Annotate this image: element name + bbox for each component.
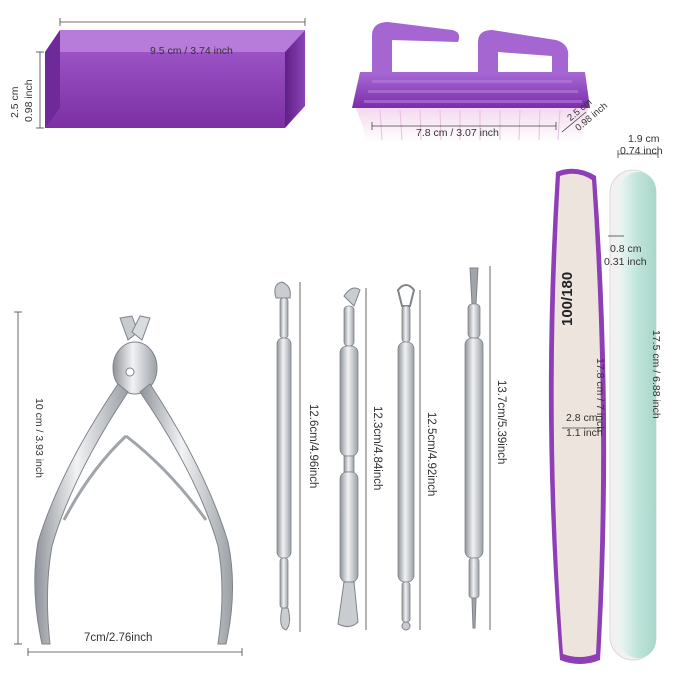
cuticle-pusher-1: [274, 281, 301, 632]
nail-file-100-180: [548, 168, 607, 665]
buffer-file-width-in-label: 0.74 inch: [620, 145, 663, 157]
buffer-file: [608, 150, 659, 661]
cuticle-pusher-4: [464, 266, 491, 630]
file-grit-label: 100/180: [559, 271, 576, 326]
nail-brush-length-label: 7.8 cm / 3.07 inch: [416, 127, 499, 139]
buffer-file-thickness-cm-label: 0.8 cm: [610, 243, 642, 255]
buffer-file-width-cm-label: 1.9 cm: [628, 133, 660, 145]
pusher-1-length-label: 12.6cm/4.96inch: [307, 404, 319, 489]
cuticle-pusher-2: [337, 287, 367, 630]
cuticle-nipper: [14, 311, 243, 656]
cuticle-nipper-height-label: 10 cm / 3.93 inch: [33, 398, 45, 478]
buffer-block: [36, 18, 306, 129]
buffer-block-length-label: 9.5 cm / 3.74 inch: [150, 45, 233, 57]
nail-brush: [352, 22, 590, 142]
file-width-in-label: 1.1 inch: [566, 427, 603, 439]
pusher-3-length-label: 12.5cm/4.92inch: [425, 412, 437, 497]
buffer-block-height-in-label: 0.98 inch: [23, 79, 35, 122]
file-length-label: 17.8 cm / 7 inch: [594, 358, 606, 433]
pusher-2-length-label: 12.3cm/4.84inch: [371, 406, 383, 491]
cuticle-pusher-3: [396, 284, 421, 631]
pusher-4-length-label: 13.7cm/5.39inch: [495, 380, 507, 465]
dimension-line: [561, 111, 587, 133]
buffer-block-height-cm-label: 2.5 cm: [9, 86, 21, 118]
cuticle-nipper-width-label: 7cm/2.76inch: [84, 632, 153, 644]
buffer-file-thickness-in-label: 0.31 inch: [604, 256, 647, 268]
buffer-file-length-label: 17.5 cm / 6.88 inch: [650, 330, 662, 419]
file-width-cm-label: 2.8 cm: [566, 412, 598, 424]
